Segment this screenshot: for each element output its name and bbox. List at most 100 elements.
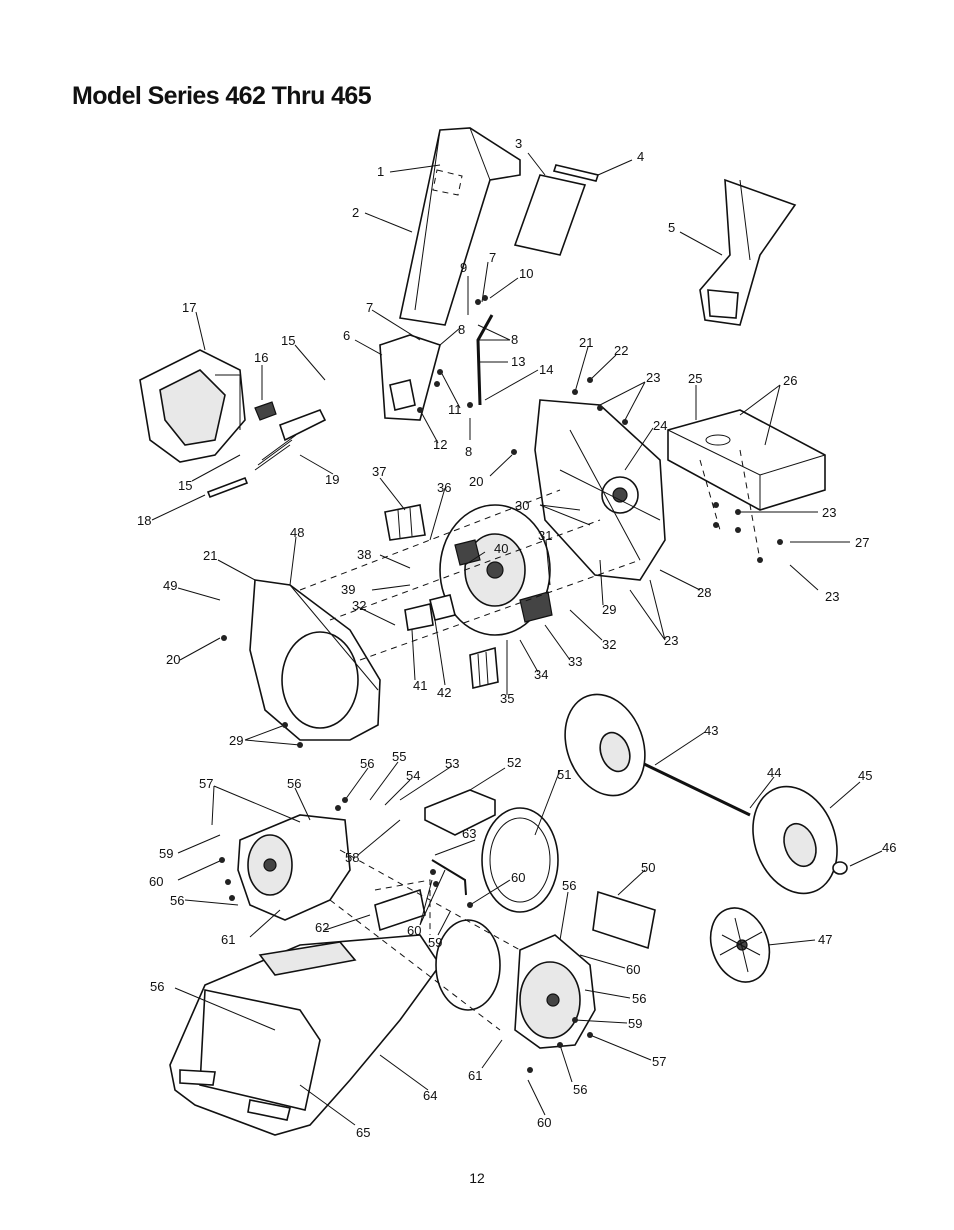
callout-57b: 57 <box>652 1054 666 1069</box>
callout-58: 58 <box>345 850 359 865</box>
spring-part-19 <box>254 408 327 471</box>
callout-43: 43 <box>704 723 718 738</box>
callout-64: 64 <box>423 1088 437 1103</box>
callout-31: 31 <box>538 528 552 543</box>
callout-56f: 56 <box>573 1082 587 1097</box>
callout-10: 10 <box>519 266 533 281</box>
callout-19: 19 <box>325 472 339 487</box>
callout-61b: 61 <box>468 1068 482 1083</box>
callout-60c: 60 <box>407 923 421 938</box>
callout-56d: 56 <box>562 878 576 893</box>
hammer-part-37 <box>384 504 426 541</box>
assembly-lines <box>299 449 761 1031</box>
callout-6: 6 <box>343 328 350 343</box>
fan-housing-part-48 <box>249 579 381 741</box>
callout-21b: 21 <box>203 548 217 563</box>
callout-27: 27 <box>855 535 869 550</box>
callout-39: 39 <box>341 582 355 597</box>
callout-59c: 59 <box>628 1016 642 1031</box>
callout-23d: 23 <box>664 633 678 648</box>
disc-part-59 <box>435 919 501 1011</box>
callout-21a: 21 <box>579 335 593 350</box>
callout-11: 11 <box>448 402 462 417</box>
callout-5: 5 <box>668 220 675 235</box>
callout-60e: 60 <box>537 1115 551 1130</box>
callout-labels: 1 2 3 4 5 6 7 7 8 8 8 9 10 11 12 13 14 1… <box>137 136 896 1140</box>
deflector-part-5 <box>699 178 797 326</box>
wheel-part-43 <box>564 693 646 797</box>
callout-15b: 15 <box>178 478 192 493</box>
callout-37: 37 <box>372 464 386 479</box>
callout-23a: 23 <box>646 370 660 385</box>
callout-28: 28 <box>697 585 711 600</box>
shroud-part-64 <box>169 934 441 1136</box>
part-41-42 <box>404 594 456 631</box>
callout-65: 65 <box>356 1125 370 1140</box>
callout-62: 62 <box>315 920 329 935</box>
callout-8c: 8 <box>465 444 472 459</box>
callout-60b: 60 <box>511 870 525 885</box>
callout-2: 2 <box>352 205 359 220</box>
left-housing-part-56 <box>237 814 351 921</box>
callout-23c: 23 <box>825 589 839 604</box>
hopper-cover-part-17 <box>139 349 246 463</box>
bracket-part-52 <box>424 789 496 836</box>
callout-61a: 61 <box>221 932 235 947</box>
callout-9: 9 <box>460 260 467 275</box>
callout-15a: 15 <box>281 333 295 348</box>
leader-lines <box>151 152 883 1126</box>
callout-12: 12 <box>433 437 447 452</box>
callout-1: 1 <box>377 164 384 179</box>
callout-26: 26 <box>783 373 797 388</box>
chute-part-2 <box>399 127 521 326</box>
callout-38: 38 <box>357 547 371 562</box>
callout-63: 63 <box>462 826 476 841</box>
callout-24: 24 <box>653 418 667 433</box>
callout-45: 45 <box>858 768 872 783</box>
callout-59b: 59 <box>428 935 442 950</box>
plate-part-50 <box>592 890 656 950</box>
strip-part-4 <box>552 164 600 182</box>
housing-plate-part-24 <box>534 399 666 581</box>
hardware-fasteners <box>219 295 783 1073</box>
right-housing-part-56 <box>514 934 596 1049</box>
callout-34: 34 <box>534 667 548 682</box>
callout-40: 40 <box>494 541 508 556</box>
callout-33: 33 <box>568 654 582 669</box>
callout-20b: 20 <box>166 652 180 667</box>
pin-part-18 <box>206 476 249 499</box>
callout-51: 51 <box>557 767 571 782</box>
callout-55: 55 <box>392 749 406 764</box>
callout-7b: 7 <box>489 250 496 265</box>
callout-29b: 29 <box>229 733 243 748</box>
callout-29a: 29 <box>602 602 616 617</box>
callout-50: 50 <box>641 860 655 875</box>
callout-59a: 59 <box>159 846 173 861</box>
hubcap-part-47 <box>709 907 771 983</box>
page-number: 12 <box>469 1170 485 1186</box>
callout-48: 48 <box>290 525 304 540</box>
callout-25: 25 <box>688 371 702 386</box>
wheel-part-45 <box>752 785 838 895</box>
callout-56g: 56 <box>150 979 164 994</box>
callout-47: 47 <box>818 932 832 947</box>
callout-60a: 60 <box>149 874 163 889</box>
ring-part-51 <box>481 807 559 913</box>
handle-part-16 <box>254 401 277 421</box>
chute-base-part-6 <box>379 334 441 421</box>
callout-32a: 32 <box>352 598 366 613</box>
callout-42: 42 <box>437 685 451 700</box>
callout-13: 13 <box>511 354 525 369</box>
callout-4: 4 <box>637 149 644 164</box>
callout-20a: 20 <box>469 474 483 489</box>
callout-60d: 60 <box>626 962 640 977</box>
callout-14: 14 <box>539 362 553 377</box>
bracket-part-63 <box>431 859 467 896</box>
callout-57a: 57 <box>199 776 213 791</box>
callout-56b: 56 <box>287 776 301 791</box>
callout-35: 35 <box>500 691 514 706</box>
callout-44: 44 <box>767 765 781 780</box>
callout-46: 46 <box>882 840 896 855</box>
callout-32b: 32 <box>602 637 616 652</box>
